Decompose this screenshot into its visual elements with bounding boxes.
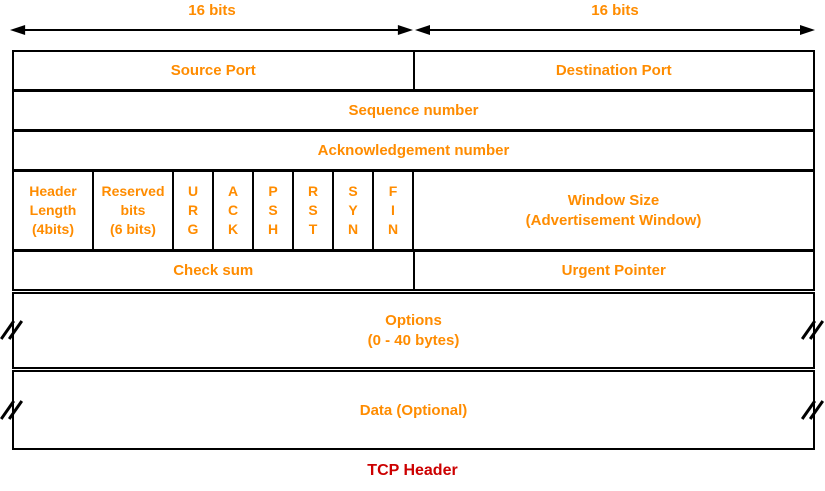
sequence-number-label: Sequence number <box>348 102 479 119</box>
data-label: Data (Optional) <box>359 401 468 419</box>
acknowledgement-number-label: Acknowledgement number <box>317 142 510 159</box>
double-headed-arrow-icon-left <box>10 25 413 35</box>
flag-letter: P <box>268 183 278 199</box>
field-flag-syn: S Y N <box>334 172 374 249</box>
flag-letter: G <box>187 221 199 237</box>
flag-letter: Y <box>348 202 358 218</box>
field-flag-rst: R S T <box>294 172 334 249</box>
header-length-line: (4bits) <box>32 221 74 237</box>
row-ports: Source Port Destination Port <box>12 50 815 91</box>
field-flag-ack: A C K <box>214 172 254 249</box>
options-line: Options <box>385 311 442 329</box>
reserved-bits-line: (6 bits) <box>110 221 156 237</box>
flag-letter: T <box>308 221 318 237</box>
reserved-bits-line: bits <box>120 202 146 218</box>
row-flags: Header Length (4bits) Reserved bits (6 b… <box>12 170 815 251</box>
flag-letter: K <box>227 221 239 237</box>
diagram-title: TCP Header <box>367 462 458 479</box>
field-checksum: Check sum <box>14 252 415 289</box>
checksum-label: Check sum <box>173 262 254 279</box>
options-line: (0 - 40 bytes) <box>367 331 460 349</box>
flag-letter: N <box>347 221 359 237</box>
flag-letter: S <box>268 202 278 218</box>
header-length-line: Header <box>29 183 77 199</box>
flag-letter: U <box>187 183 199 199</box>
field-destination-port: Destination Port <box>415 52 814 89</box>
flag-letter: I <box>391 202 395 218</box>
field-sequence-number: Sequence number <box>12 90 815 131</box>
reserved-bits-line: Reserved <box>101 183 165 199</box>
destination-port-label: Destination Port <box>555 62 672 79</box>
field-source-port: Source Port <box>14 52 415 89</box>
field-data: Data (Optional) <box>12 370 815 450</box>
break-mark-icon <box>0 319 26 341</box>
flag-letter: F <box>388 183 398 199</box>
header-length-line: Length <box>29 202 77 218</box>
field-flag-fin: F I N <box>374 172 414 249</box>
flag-letter: H <box>267 221 279 237</box>
double-headed-arrow-icon-right <box>415 25 815 35</box>
field-options: Options (0 - 40 bytes) <box>12 292 815 369</box>
field-acknowledgement-number: Acknowledgement number <box>12 130 815 171</box>
bit-span-label-right: 16 bits <box>591 2 639 19</box>
window-size-line: Window Size <box>567 191 660 209</box>
flag-letter: C <box>227 202 239 218</box>
urgent-pointer-label: Urgent Pointer <box>561 262 666 279</box>
flag-letter: A <box>227 183 239 199</box>
field-header-length: Header Length (4bits) <box>14 172 94 249</box>
field-window-size: Window Size (Advertisement Window) <box>414 172 813 249</box>
flag-letter: R <box>187 202 199 218</box>
window-size-line: (Advertisement Window) <box>525 211 702 229</box>
flag-letter: S <box>348 183 358 199</box>
field-flag-urg: U R G <box>174 172 214 249</box>
break-mark-icon <box>800 399 825 421</box>
field-reserved-bits: Reserved bits (6 bits) <box>94 172 174 249</box>
source-port-label: Source Port <box>170 62 256 79</box>
field-urgent-pointer: Urgent Pointer <box>415 252 814 289</box>
flag-letter: S <box>308 202 318 218</box>
field-flag-psh: P S H <box>254 172 294 249</box>
break-mark-icon <box>0 399 26 421</box>
flag-letter: R <box>307 183 319 199</box>
bit-span-label-left: 16 bits <box>188 2 236 19</box>
row-checksum: Check sum Urgent Pointer <box>12 250 815 291</box>
flag-letter: N <box>387 221 399 237</box>
break-mark-icon <box>800 319 825 341</box>
